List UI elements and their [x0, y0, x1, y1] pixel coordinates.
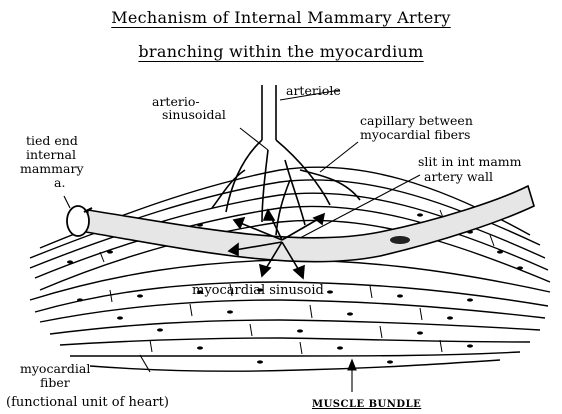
label-capillary-1: capillary between — [360, 114, 473, 127]
diagram-subtitle: branching within the myocardium — [0, 42, 562, 61]
label-tied-end-4: a. — [54, 176, 65, 189]
lower-muscle-fibers — [30, 260, 550, 371]
label-tied-end-2: internal — [26, 148, 76, 161]
label-slit-1: slit in int mamm — [418, 155, 522, 168]
diagram-title: Mechanism of Internal Mammary Artery — [0, 8, 562, 27]
internal-mammary-artery — [67, 186, 534, 262]
label-tied-end-1: tied end — [26, 134, 78, 147]
arteriole-branches — [212, 85, 360, 235]
label-myocardial-sinusoid: myocardial sinusoid — [192, 284, 324, 297]
label-functional-unit: (functional unit of heart) — [6, 396, 169, 409]
label-myocardial-fiber-2: fiber — [40, 376, 70, 389]
label-arteriole: arteriole — [286, 84, 341, 97]
label-muscle-bundle: MUSCLE BUNDLE — [312, 398, 421, 411]
label-myocardial-fiber-1: myocardial — [20, 362, 90, 375]
label-slit-2: artery wall — [424, 170, 493, 183]
label-tied-end-3: mammary — [20, 162, 84, 175]
label-arterio-sinusoidal-2: sinusoidal — [162, 108, 226, 121]
label-capillary-2: myocardial fibers — [360, 128, 470, 141]
